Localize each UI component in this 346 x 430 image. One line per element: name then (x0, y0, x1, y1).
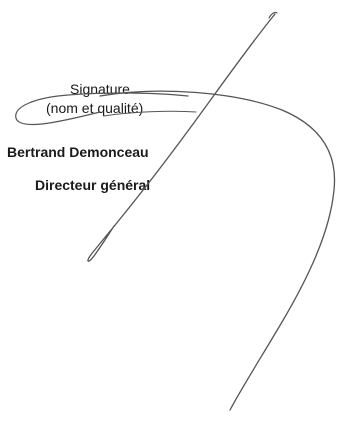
signature-stroke-sweep (99, 90, 336, 411)
signature-stroke-hook (268, 11, 278, 19)
signature-label: Signature (70, 81, 130, 97)
signatory-title: Directeur général (35, 177, 151, 193)
signature-stroke-main (87, 13, 276, 262)
name-title-label: (nom et qualité) (46, 100, 144, 116)
signatory-name: Bertrand Demonceau (7, 144, 149, 160)
